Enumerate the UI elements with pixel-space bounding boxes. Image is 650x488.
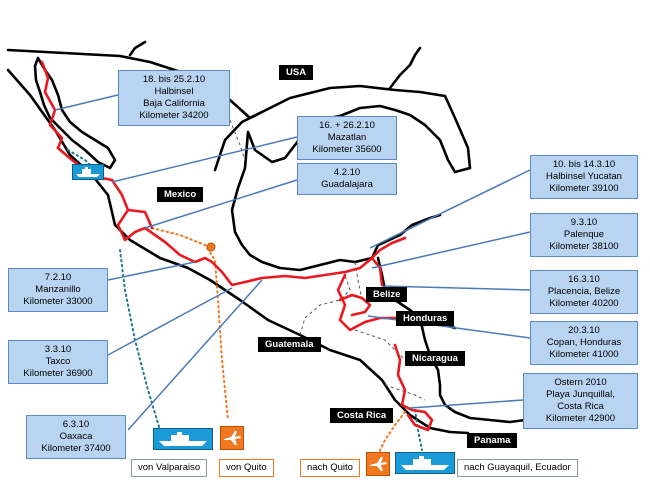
leader-mazatlan: [111, 136, 298, 183]
callout-junquillal: Ostern 2010 Playa Junquillal, Costa Rica…: [523, 373, 638, 429]
legend-von-valparaiso: von Valparaiso: [131, 459, 208, 477]
callout-manzanillo: 7.2.10 Manzanillo Kilometer 33000: [8, 268, 108, 312]
plane-icon: [220, 426, 244, 450]
airport-marker: [206, 242, 216, 252]
callout-mazatlan: 16. + 26.2.10 Mazatlan Kilometer 35600: [297, 116, 397, 160]
baja-california: [33, 56, 117, 170]
leader-palenque: [371, 231, 531, 269]
mexico-sea-border: [128, 40, 147, 57]
ship-icon: [72, 164, 104, 180]
texas-coast: [388, 46, 422, 90]
route-mazatlan-branch: [126, 208, 154, 230]
callout-oaxaca: 6.3.10 Oaxaca Kilometer 37400: [26, 415, 126, 459]
country-label-usa: USA: [279, 65, 314, 80]
guatemala-border: [299, 274, 351, 336]
callout-guadalajara: 4.2.10 Guadalajara: [297, 163, 397, 195]
country-label-guatemala: Guatemala: [258, 337, 321, 352]
legend-nach-quito: nach Quito: [300, 459, 360, 477]
leader-guadalajara: [144, 179, 298, 229]
callout-palenque: 9.3.10 Palenque Kilometer 38100: [530, 213, 638, 257]
leader-taxco: [107, 287, 233, 356]
country-label-honduras: Honduras: [396, 311, 455, 326]
country-label-mexico: Mexico: [157, 187, 204, 202]
callout-yucatan: 10. bis 14.3.10 Halbinsel Yucatan Kilome…: [530, 155, 638, 199]
flight-route-quito-in: [151, 227, 229, 421]
plane-icon: [366, 452, 390, 476]
route-south: [393, 343, 434, 432]
leader-copan: [367, 315, 531, 339]
flight-route-quito-out: [377, 411, 406, 456]
country-label-panama: Panama: [467, 433, 518, 448]
legend-von-quito: von Quito: [219, 459, 274, 477]
leader-manzanillo: [107, 261, 196, 281]
country-label-belize: Belize: [366, 287, 408, 302]
country-label-costa-rica: Costa Rica: [330, 408, 394, 423]
leader-placencia: [381, 285, 531, 291]
ship-icon: [153, 428, 213, 450]
leader-yucatan: [369, 169, 531, 249]
leader-baja: [54, 94, 119, 111]
callout-baja: 18. bis 25.2.10 Halbinsel Baja Californi…: [118, 70, 230, 126]
callout-placencia: 16.3.10 Placencia, Belize Kilometer 4020…: [530, 270, 638, 314]
ship-icon: [395, 452, 455, 474]
country-label-nicaragua: Nicaragua: [405, 351, 465, 366]
route-yucatan: [370, 236, 407, 260]
route-mainland: [110, 178, 384, 287]
callout-copan: 20.3.10 Copan, Honduras Kilometer 41000: [530, 321, 638, 365]
callout-taxco: 3.3.10 Taxco Kilometer 36900: [8, 340, 108, 384]
nicaragua-border: [384, 384, 426, 401]
leader-junquillal: [409, 399, 524, 409]
ship-route-guayaquil: [414, 409, 423, 451]
usa-mexico-dash: [229, 119, 246, 161]
legend-nach-guayaquil: nach Guayaquil, Ecuador: [457, 459, 578, 477]
leader-oaxaca: [127, 279, 263, 431]
